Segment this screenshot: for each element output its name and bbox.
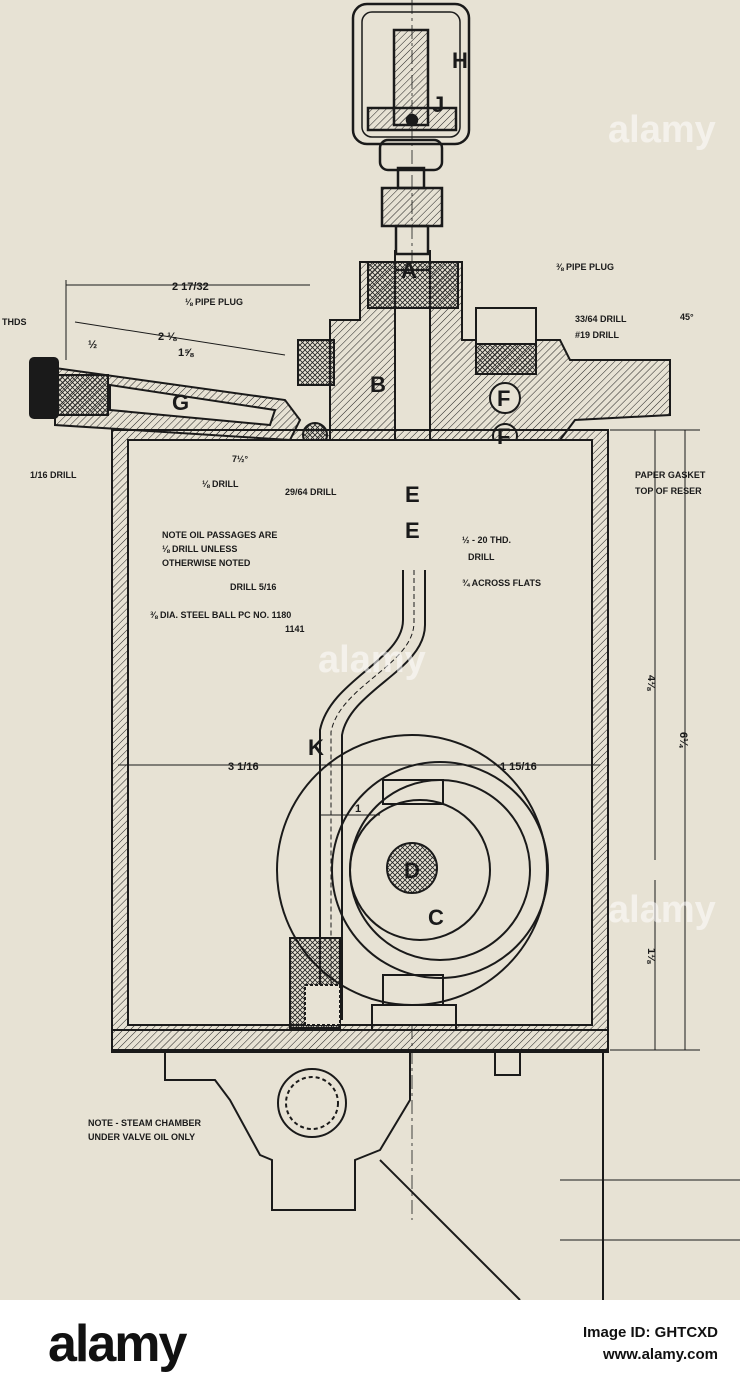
label-angle-45: 45°	[680, 312, 694, 322]
note-steam-line-2: UNDER VALVE OIL ONLY	[88, 1132, 195, 1142]
dim-2-1-8: 2 ⅛	[158, 331, 177, 343]
part-label-f2: F	[497, 424, 510, 449]
dim-2-17-32: 2 17/32	[172, 281, 209, 293]
note-steam-line-1: NOTE - STEAM CHAMBER	[88, 1118, 201, 1128]
label-pipe-plug-right: ⅜ PIPE PLUG	[556, 262, 614, 272]
note-oil-line-3: OTHERWISE NOTED	[162, 558, 251, 568]
label-across-flats: ¾ ACROSS FLATS	[462, 578, 541, 588]
image-id-text: Image ID: GHTCXD	[582, 1324, 718, 1341]
site-url-text: www.alamy.com	[602, 1346, 718, 1363]
reservoir	[111, 429, 609, 1053]
part-label-k: K	[308, 735, 324, 760]
label-drill-sixteenth: 1/16 DRILL	[30, 470, 77, 480]
label-thd-20: ½ - 20 THD.	[462, 535, 511, 545]
dim-1-1-8: 1⅛	[645, 948, 657, 964]
base-mount	[164, 1052, 740, 1300]
dim-6-1-4: 6¼	[677, 732, 689, 748]
part-label-c: C	[428, 905, 444, 930]
label-thds: THDS	[2, 317, 27, 327]
oil-pump-technical-drawing: H J A B F F G E E K D C THDS ⅛ PIPE PLUG…	[2, 0, 740, 1300]
label-pipe-plug-left: ⅛ PIPE PLUG	[185, 297, 243, 307]
image-info: Image ID: GHTCXD www.alamy.com	[583, 1322, 718, 1366]
drawing-canvas: H J A B F F G E E K D C THDS ⅛ PIPE PLUG…	[2, 0, 740, 1300]
part-label-a: A	[401, 258, 417, 283]
feed-pipe	[289, 570, 426, 1029]
part-label-f1: F	[497, 386, 510, 411]
dim-3-1-16: 3 1/16	[228, 761, 259, 773]
cam-wheel	[276, 734, 549, 1031]
label-drill-19: #19 DRILL	[575, 330, 620, 340]
watermark-middle: alamy	[318, 639, 426, 681]
dim-half: ½	[88, 339, 97, 351]
dim-4-1-8: 4⅛	[645, 675, 657, 691]
part-label-b: B	[370, 372, 386, 397]
dim-1-5-8: 1⅝	[178, 347, 194, 359]
brand-logo: alamy	[48, 1315, 187, 1373]
part-label-e1: E	[405, 482, 420, 507]
label-drill-5-16: DRILL 5/16	[230, 582, 276, 592]
label-steel-ball-1: ⅜ DIA. STEEL BALL PC NO. 1180	[150, 610, 291, 620]
handle-assembly	[351, 2, 471, 256]
label-steel-ball-2: 1141	[285, 624, 305, 634]
note-oil-line-2: ⅛ DRILL UNLESS	[162, 544, 237, 554]
label-drill-small: DRILL	[468, 552, 495, 562]
part-label-g: G	[172, 390, 189, 415]
note-oil-line-1: NOTE OIL PASSAGES ARE	[162, 530, 277, 540]
label-drill-eighth: ⅛ DRILL	[202, 479, 239, 489]
label-top-of-reser: TOP OF RESER	[635, 486, 702, 496]
label-angle-7-half: 7½°	[232, 454, 249, 464]
part-label-j: J	[432, 92, 444, 117]
watermark-top: alamy	[608, 109, 716, 151]
dim-1: 1	[355, 803, 361, 815]
dimension-lines	[65, 280, 700, 1051]
part-label-h: H	[452, 48, 468, 73]
part-label-d: D	[404, 858, 420, 883]
label-drill-33-64: 33/64 DRILL	[575, 314, 627, 324]
label-paper-gasket: PAPER GASKET	[635, 470, 706, 480]
part-label-e2: E	[405, 518, 420, 543]
label-drill-29-64: 29/64 DRILL	[285, 487, 337, 497]
dim-1-15-16: 1 15/16	[500, 761, 537, 773]
watermark-right: alamy	[608, 889, 716, 931]
feed-arm	[29, 357, 302, 442]
footer-bar: alamy Image ID: GHTCXD www.alamy.com	[0, 1300, 740, 1390]
